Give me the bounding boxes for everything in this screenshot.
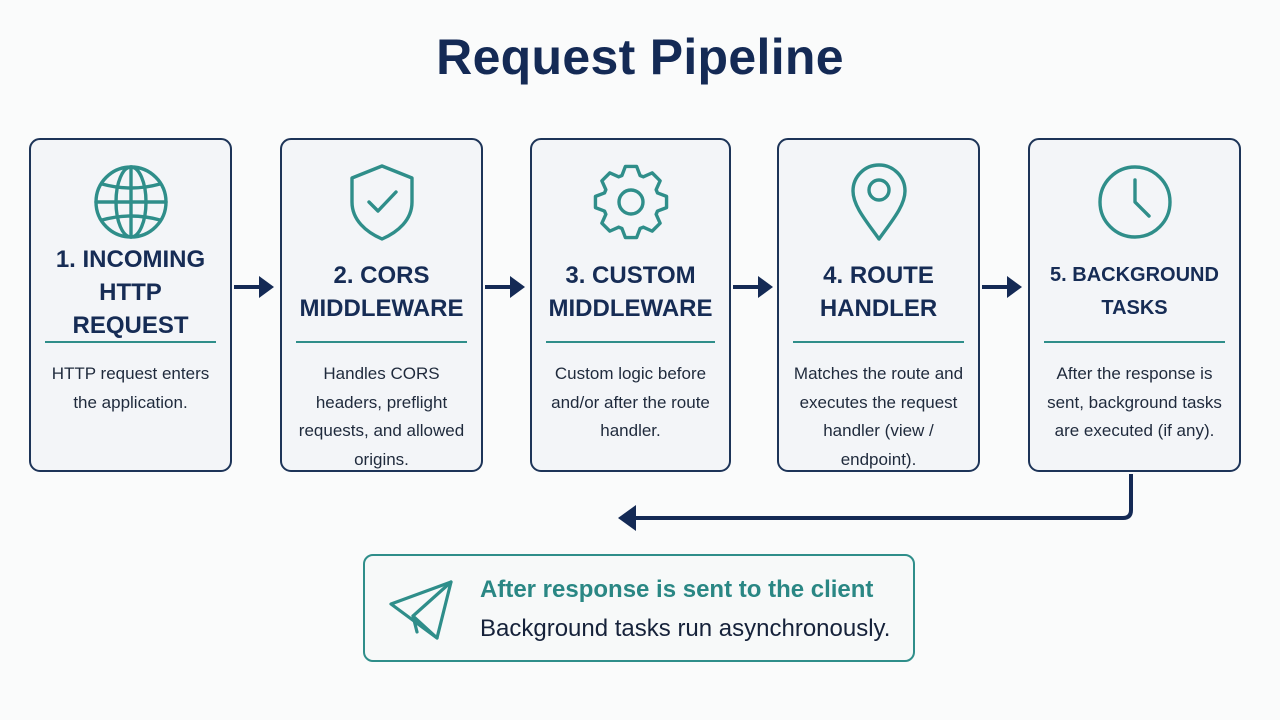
step-title: 3. CUSTOM MIDDLEWARE xyxy=(548,262,713,322)
clock-icon xyxy=(1097,165,1172,239)
globe-icon xyxy=(93,165,168,239)
step-divider xyxy=(45,341,216,343)
step-description: After the response is sent, background t… xyxy=(1047,364,1222,440)
step-description: Custom logic before and/or after the rou… xyxy=(551,364,710,440)
step-card-custom-middleware: 3. CUSTOM MIDDLEWARE Custom logic before… xyxy=(530,138,731,472)
async-note-box: After response is sent to the client Bac… xyxy=(363,554,915,662)
arrow-right-icon xyxy=(485,276,525,298)
step-divider xyxy=(793,341,964,343)
arrow-right-icon xyxy=(733,276,773,298)
step-card-cors-middleware: 2. CORS MIDDLEWARE Handles CORS headers,… xyxy=(280,138,483,472)
step-card-route-handler: 4. ROUTE HANDLER Matches the route and e… xyxy=(777,138,980,472)
step-title: 5. BACKGROUND TASKS xyxy=(1050,264,1219,319)
map-pin-icon xyxy=(850,163,907,241)
step-title: 4. ROUTE HANDLER xyxy=(819,262,938,322)
step-description: Matches the route and executes the reque… xyxy=(793,364,964,469)
paper-plane-icon xyxy=(389,580,453,640)
arrow-right-icon xyxy=(234,276,274,298)
step-divider xyxy=(546,341,715,343)
note-title: After response is sent to the client xyxy=(480,576,874,603)
page-title: Request Pipeline xyxy=(436,29,844,85)
step-description: Handles CORS headers, preflight requests… xyxy=(298,364,465,469)
shield-check-icon xyxy=(349,164,414,241)
step-title: 2. CORS MIDDLEWARE xyxy=(299,262,464,322)
step-card-background-tasks: 5. BACKGROUND TASKS After the response i… xyxy=(1028,138,1241,472)
step-divider xyxy=(1044,341,1225,343)
step-divider xyxy=(296,341,467,343)
gear-icon xyxy=(593,164,668,240)
step-description: HTTP request enters the application. xyxy=(51,364,210,412)
note-text: Background tasks run asynchronously. xyxy=(480,615,891,642)
step-card-incoming-request: 1. INCOMING HTTP REQUEST HTTP request en… xyxy=(29,138,232,472)
arrow-right-icon xyxy=(982,276,1022,298)
